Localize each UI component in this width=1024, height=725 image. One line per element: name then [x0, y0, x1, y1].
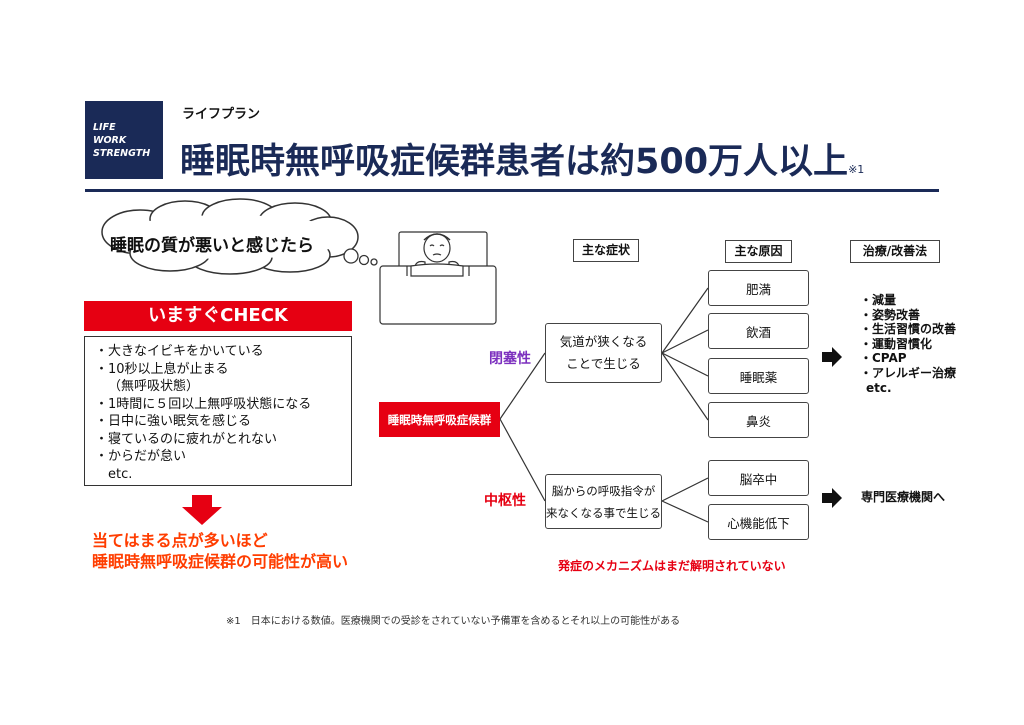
- checklist-item: ・大きなイビキをかいている: [95, 344, 264, 359]
- page-kicker: ライフプラン: [182, 107, 261, 122]
- checklist-box: ・大きなイビキをかいている ・10秒以上息が止まる （無呼吸状態） ・1時間に５…: [84, 336, 352, 486]
- right-arrow-icon: [822, 347, 842, 367]
- central-treatment: 専門医療機関へ: [861, 490, 946, 504]
- symptom-line: 脳からの呼吸指令が: [551, 483, 656, 498]
- sleeping-person-illustration: [379, 231, 497, 325]
- logo-line: STRENGTH: [93, 148, 151, 159]
- header-treatment: 治療/改善法: [850, 240, 940, 263]
- main-condition-box: 睡眠時無呼吸症候群: [379, 402, 500, 437]
- header-causes: 主な原因: [725, 240, 792, 263]
- symptom-central-box: 脳からの呼吸指令が 来なくなる事で生じる: [545, 474, 662, 529]
- conclusion-text: 当てはまる点が多いほど 睡眠時無呼吸症候群の可能性が高い: [92, 530, 348, 572]
- symptom-line: ことで生じる: [566, 356, 641, 371]
- cause-box: 肥満: [708, 270, 809, 306]
- treatment-item: ・生活習慣の改善: [860, 322, 957, 337]
- down-arrow-icon: [182, 495, 222, 525]
- cause-box: 鼻炎: [708, 402, 809, 438]
- label-central: 中枢性: [484, 493, 526, 509]
- checklist-item: etc.: [108, 466, 133, 482]
- symptom-line: 気道が狭くなる: [559, 334, 648, 349]
- header-symptoms: 主な症状: [573, 239, 639, 262]
- checklist-item: ・1時間に５回以上無呼吸状態になる: [95, 396, 312, 412]
- treatment-item: etc.: [866, 380, 892, 395]
- cause-box: 睡眠薬: [708, 358, 809, 394]
- check-heading: いますぐCHECK: [84, 301, 352, 331]
- checklist-item: ・からだが怠い: [95, 449, 187, 464]
- treatment-item: ・CPAP: [860, 351, 907, 366]
- cause-box: 飲酒: [708, 313, 809, 349]
- symptom-line: 来なくなる事で生じる: [546, 505, 661, 520]
- treatment-item: ・姿勢改善: [860, 307, 921, 322]
- cloud-text: 睡眠の質が悪いと感じたら: [110, 236, 314, 256]
- symptom-obstructive-box: 気道が狭くなる ことで生じる: [545, 323, 662, 383]
- treatment-list: ・減量 ・姿勢改善 ・生活習慣の改善 ・運動習慣化 ・CPAP ・アレルギー治療…: [860, 293, 956, 395]
- checklist-item: ・10秒以上息が止まる: [95, 361, 229, 377]
- checklist-item: ・日中に強い眠気を感じる: [95, 414, 252, 429]
- cause-box: 脳卒中: [708, 460, 809, 496]
- checklist-item: ・寝ているのに疲れがとれない: [95, 431, 278, 447]
- mechanism-note: 発症のメカニズムはまだ解明されていない: [558, 559, 786, 573]
- page-title: 睡眠時無呼吸症候群患者は約500万人以上※1: [180, 133, 864, 184]
- cause-box: 心機能低下: [708, 504, 809, 540]
- thought-cloud: [101, 198, 378, 275]
- conclusion-line: 当てはまる点が多いほど: [92, 531, 268, 550]
- page-title-text: 睡眠時無呼吸症候群患者は約500万人以上: [180, 142, 849, 182]
- treatment-item: ・運動習慣化: [860, 336, 933, 351]
- footnote: ※1 日本における数値。医療機関での受診をされていない予備軍を含めるとそれ以上の…: [226, 616, 681, 627]
- checklist-item: （無呼吸状態）: [108, 379, 200, 394]
- treatment-item: ・アレルギー治療: [860, 365, 957, 380]
- conclusion-line: 睡眠時無呼吸症候群の可能性が高い: [92, 552, 349, 571]
- title-footnote-mark: ※1: [848, 163, 865, 176]
- logo-line: LIFE: [93, 122, 116, 133]
- logo-line: WORK: [93, 135, 127, 146]
- header-divider: [85, 189, 939, 192]
- brand-logo: LIFE WORK STRENGTH: [85, 101, 163, 179]
- right-arrow-icon: [822, 488, 842, 508]
- treatment-item: ・減量: [860, 293, 897, 307]
- label-obstructive: 閉塞性: [489, 351, 531, 367]
